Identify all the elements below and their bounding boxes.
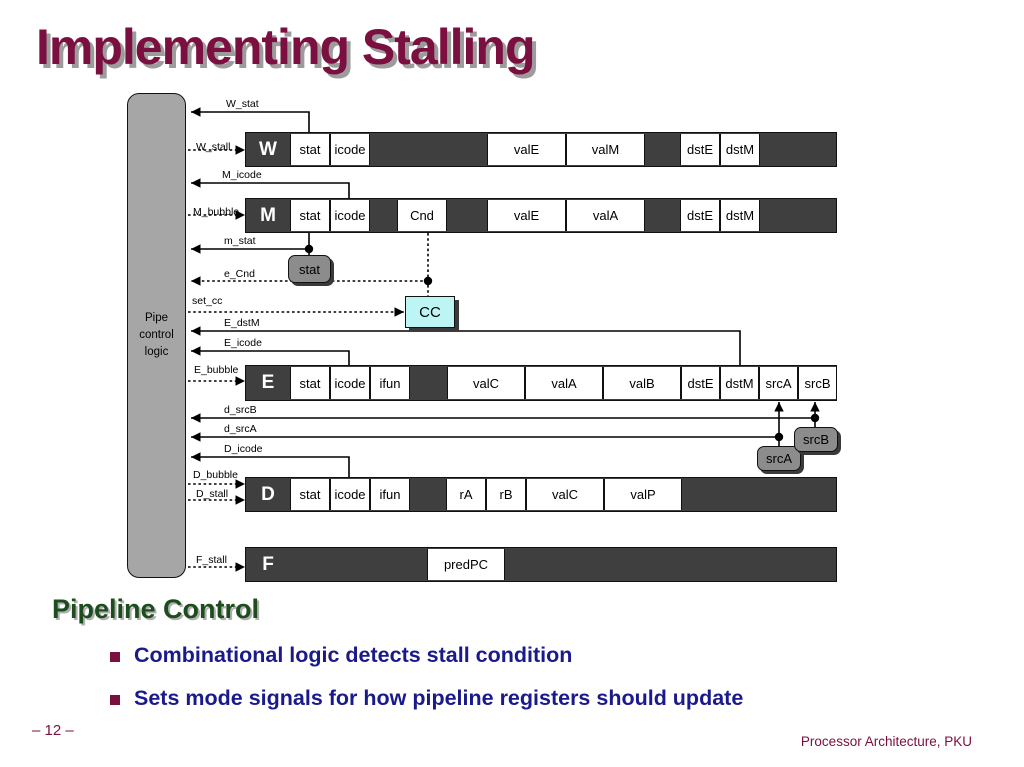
field-e-ifun: ifun	[370, 367, 410, 399]
field-d-rB: rB	[486, 479, 526, 510]
field-d-valP: valP	[604, 479, 682, 510]
signal-label-e-icode: E_icode	[224, 337, 262, 349]
signal-label-d-icode: D_icode	[224, 443, 263, 455]
field-f-predpc: predPC	[427, 549, 505, 580]
field-m-dstE: dstE	[680, 200, 720, 231]
srcb-box: srcB	[794, 427, 838, 452]
signal-label-f-stall: F_stall	[196, 554, 227, 566]
stage-label-d: D	[261, 483, 275, 505]
footer-credit: Processor Architecture, PKU	[800, 734, 972, 749]
bullet-text: Combinational logic detects stall condit…	[134, 643, 573, 667]
field-e-stat: stat	[290, 367, 330, 399]
field-e-valA: valA	[525, 367, 603, 399]
pipeline-register-m: M stat icode Cnd valE valA dstE dstM	[245, 198, 837, 233]
signal-label-set-cc: set_cc	[192, 295, 223, 307]
field-d-ifun: ifun	[370, 479, 410, 510]
field-m-stat: stat	[290, 200, 330, 231]
field-d-icode: icode	[330, 479, 370, 510]
pipeline-diagram: Pipe control logic W stat icode valE val…	[127, 93, 838, 582]
field-w-icode: icode	[330, 134, 370, 165]
stage-label-f: F	[262, 553, 274, 575]
pipeline-register-f: F predPC	[245, 547, 837, 582]
stage-label-w: W	[259, 138, 277, 160]
pipeline-register-e: E stat icode ifun valC valA valB dstE ds…	[245, 365, 837, 401]
field-e-dstM: dstM	[720, 367, 759, 399]
bullet-item-0: Combinational logic detects stall condit…	[110, 643, 572, 668]
stage-label-m: M	[260, 204, 276, 226]
signal-label-m-bubble: M_bubble	[193, 206, 240, 218]
page-title: Implementing Stalling	[36, 19, 535, 75]
signal-label-d-srca: d_srcA	[224, 423, 257, 435]
field-m-valE: valE	[487, 200, 566, 231]
stat-box: stat	[288, 255, 331, 283]
signal-label-d-srcb: d_srcB	[224, 404, 257, 416]
pipe-control-logic-label: Pipe control logic	[139, 312, 174, 358]
srca-box: srcA	[757, 446, 801, 471]
signal-label-e-bubble: E_bubble	[194, 364, 239, 376]
field-m-dstM: dstM	[720, 200, 760, 231]
field-d-valC: valC	[526, 479, 604, 510]
cc-box: CC	[405, 296, 455, 328]
bullet-marker-icon	[110, 695, 120, 705]
field-m-icode: icode	[330, 200, 370, 231]
diagram-wires	[188, 107, 820, 572]
field-e-icode: icode	[330, 367, 370, 399]
field-m-valA: valA	[566, 200, 645, 231]
page-number: – 12 –	[32, 722, 74, 739]
field-m-cnd: Cnd	[397, 200, 447, 231]
field-e-valB: valB	[603, 367, 681, 399]
signal-label-w-stall: W_stall	[196, 141, 231, 153]
signal-label-e-cnd: e_Cnd	[224, 268, 255, 280]
pipeline-register-w: W stat icode valE valM dstE dstM	[245, 132, 837, 167]
field-w-stat: stat	[290, 134, 330, 165]
signal-label-w-stat: W_stat	[226, 98, 259, 110]
signal-label-d-stall: D_stall	[196, 488, 229, 500]
field-e-dstE: dstE	[681, 367, 720, 399]
field-w-valM: valM	[566, 134, 645, 165]
signal-label-m-stat: m_stat	[224, 235, 256, 247]
field-w-valE: valE	[487, 134, 566, 165]
field-e-srcA: srcA	[759, 367, 798, 399]
signal-label-e-dstm: E_dstM	[224, 317, 260, 329]
field-d-stat: stat	[290, 479, 330, 510]
field-e-valC: valC	[447, 367, 525, 399]
signal-label-d-bubble: D_bubble	[193, 469, 238, 481]
section-heading: Pipeline Control	[52, 594, 260, 624]
field-w-dstM: dstM	[720, 134, 760, 165]
bullet-text: Sets mode signals for how pipeline regis…	[134, 686, 744, 710]
pipe-control-logic-block: Pipe control logic	[127, 93, 186, 578]
field-d-rA: rA	[446, 479, 486, 510]
stage-label-e: E	[261, 372, 275, 393]
signal-label-m-icode: M_icode	[222, 169, 262, 181]
field-e-srcB: srcB	[798, 367, 837, 399]
bullet-item-1: Sets mode signals for how pipeline regis…	[110, 686, 743, 711]
pipeline-register-d: D stat icode ifun rA rB valC valP	[245, 477, 837, 512]
field-w-dstE: dstE	[680, 134, 720, 165]
bullet-marker-icon	[110, 652, 120, 662]
